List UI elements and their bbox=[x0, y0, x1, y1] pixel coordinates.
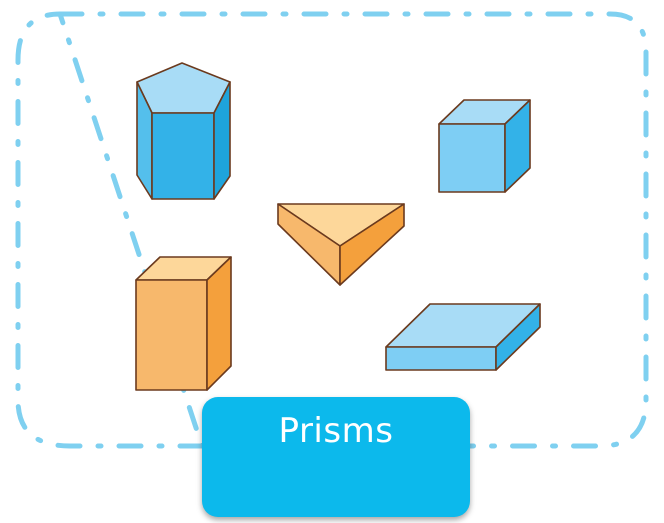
flat-rectangular-prism bbox=[385, 303, 541, 371]
prisms-label: Prisms bbox=[278, 411, 394, 451]
cube bbox=[438, 99, 531, 193]
prisms-label-box: Prisms bbox=[202, 397, 470, 517]
triangular-prism bbox=[277, 203, 405, 286]
dashed-border bbox=[15, 11, 649, 449]
rectangular-prism bbox=[135, 256, 232, 391]
pentagonal-prism bbox=[136, 62, 231, 200]
